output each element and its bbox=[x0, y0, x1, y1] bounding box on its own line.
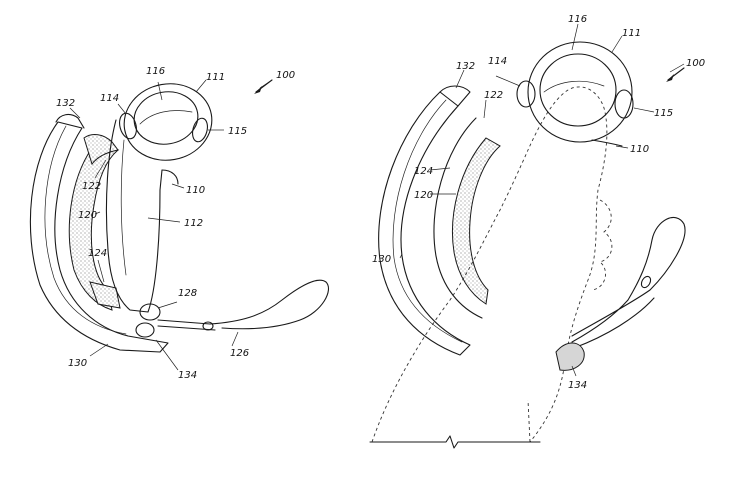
body-right bbox=[592, 140, 622, 146]
label-right-100: 100 bbox=[686, 58, 705, 69]
connector-134 bbox=[136, 323, 154, 337]
label-right-115: 115 bbox=[654, 108, 673, 119]
label-right-114: 114 bbox=[488, 56, 507, 67]
label-right-116: 116 bbox=[568, 14, 587, 25]
thumbstick-line bbox=[140, 111, 192, 125]
lanyard-right-bead bbox=[640, 275, 653, 289]
label-114: 114 bbox=[100, 93, 119, 104]
label-115: 115 bbox=[228, 126, 247, 137]
label-right-124: 124 bbox=[414, 166, 433, 177]
hand-wrist-right bbox=[528, 400, 530, 442]
label-right-134: 134 bbox=[568, 380, 587, 391]
lanyard-right-strand bbox=[574, 298, 654, 348]
ground-line bbox=[370, 436, 540, 448]
label-128: 128 bbox=[178, 288, 197, 299]
label-right-110: 110 bbox=[630, 144, 649, 155]
ring-right-inner bbox=[540, 54, 616, 126]
left-view: 132 114 116 111 115 122 110 120 112 124 … bbox=[30, 66, 328, 381]
button-right-114 bbox=[517, 81, 535, 107]
hand-knuckles bbox=[592, 200, 612, 290]
label-132: 132 bbox=[56, 98, 75, 109]
label-116: 116 bbox=[146, 66, 165, 77]
label-126: 126 bbox=[230, 348, 249, 359]
connector-right-134 bbox=[556, 343, 584, 370]
shell-top-edge bbox=[56, 115, 84, 128]
label-124: 124 bbox=[88, 248, 107, 259]
grip-handle-ridge bbox=[121, 140, 126, 275]
padding-right bbox=[452, 138, 500, 304]
label-112: 112 bbox=[184, 218, 203, 229]
label-134: 134 bbox=[178, 370, 197, 381]
grip-handle-front bbox=[162, 170, 178, 184]
label-130: 130 bbox=[68, 358, 87, 369]
label-right-120: 120 bbox=[414, 190, 433, 201]
label-111: 111 bbox=[206, 72, 225, 83]
label-right-111: 111 bbox=[622, 28, 641, 39]
label-120: 120 bbox=[78, 210, 97, 221]
label-110: 110 bbox=[186, 185, 205, 196]
ring-right-line bbox=[544, 81, 604, 92]
label-right-130: 130 bbox=[372, 254, 391, 265]
padding-lower-pad bbox=[90, 282, 120, 308]
label-right-132: 132 bbox=[456, 61, 475, 72]
button-114 bbox=[117, 111, 139, 140]
assembly-arrowhead-right bbox=[666, 74, 674, 82]
label-right-122: 122 bbox=[484, 90, 503, 101]
button-115 bbox=[190, 117, 210, 144]
right-view: 116 111 132 114 122 115 110 124 120 130 … bbox=[370, 14, 705, 448]
guard-shell-right-inner bbox=[393, 100, 462, 342]
trigger-ring-outer bbox=[118, 77, 218, 167]
label-100: 100 bbox=[276, 70, 295, 81]
lanyard-bead bbox=[203, 322, 213, 330]
label-122: 122 bbox=[82, 181, 101, 192]
trigger-ring-inner bbox=[130, 87, 202, 149]
lanyard-right bbox=[572, 217, 685, 342]
